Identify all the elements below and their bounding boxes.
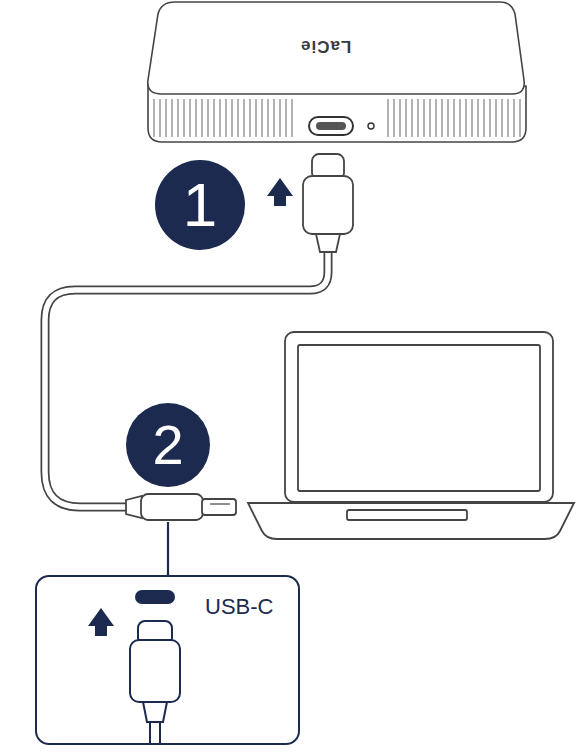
port-label: USB-C [205,594,273,620]
insert-arrow [88,608,114,636]
leader-line [167,522,169,576]
callout-number: 1 [155,160,245,250]
laptop [248,332,574,539]
callout-number: 1 [183,174,217,236]
usb-c-port [135,590,175,604]
detail-inset: USB-C [35,575,300,745]
brand-logo: LaCie [300,36,351,56]
callout-number: 2 [126,403,210,487]
drive [148,2,526,142]
usb-c-plug [303,154,353,252]
callout-number: 2 [152,417,183,473]
computer-plug [126,494,236,520]
insert-arrow [267,178,293,206]
inset-plug [130,621,180,744]
